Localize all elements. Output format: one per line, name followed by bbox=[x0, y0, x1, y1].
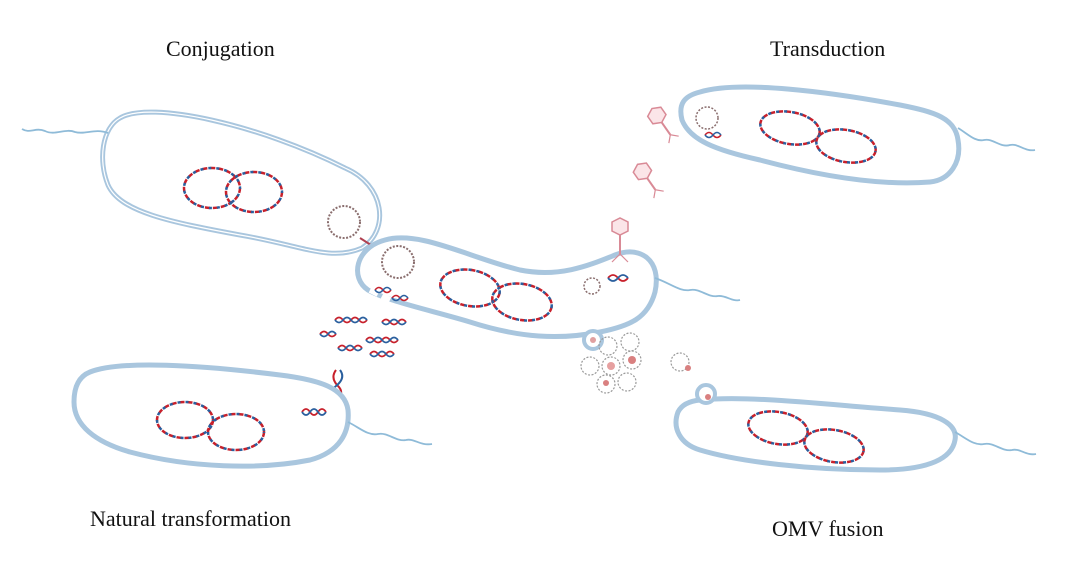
vesicle-icon bbox=[617, 372, 637, 392]
flagellum-icon bbox=[654, 277, 741, 302]
bacterium-omv-fusion bbox=[673, 383, 1037, 473]
vesicle-icon bbox=[695, 383, 717, 405]
bacterium-conjugation bbox=[21, 109, 383, 256]
plasmid-icon bbox=[327, 205, 361, 239]
plasmid-icon bbox=[583, 277, 601, 295]
vesicle-icon bbox=[580, 356, 600, 376]
flagellum-icon bbox=[347, 421, 433, 446]
vesicle-icon bbox=[598, 336, 618, 356]
dna-fragment-icon bbox=[301, 408, 327, 416]
chromosome-icon bbox=[155, 400, 266, 452]
phage-icon bbox=[646, 106, 679, 144]
vesicle-cluster bbox=[580, 332, 691, 394]
natural-transformation-label: Natural transformation bbox=[90, 506, 291, 531]
chromosome-icon bbox=[747, 410, 865, 464]
chromosome-icon bbox=[439, 268, 553, 322]
phage-icon bbox=[611, 217, 629, 263]
plasmid-icon bbox=[381, 245, 415, 279]
vesicle-icon bbox=[601, 356, 621, 376]
transduction-label: Transduction bbox=[770, 36, 886, 61]
vesicle-icon bbox=[596, 374, 616, 394]
bacterium-central bbox=[355, 235, 741, 351]
vesicle-icon bbox=[622, 350, 642, 370]
dna-fragments bbox=[319, 286, 409, 403]
conjugation-label: Conjugation bbox=[166, 36, 275, 61]
omv-fusion-label: OMV fusion bbox=[772, 516, 884, 541]
flagellum-icon bbox=[954, 431, 1037, 456]
flagellum-icon bbox=[957, 127, 1036, 152]
phage-icon bbox=[632, 162, 664, 199]
chromosome-icon bbox=[759, 110, 877, 164]
bacterium-transduction bbox=[678, 84, 1036, 186]
bacterium-transformation bbox=[71, 362, 433, 469]
vesicle-icon bbox=[620, 332, 640, 352]
flagellum-icon bbox=[21, 128, 109, 134]
vesicle-icon bbox=[670, 352, 690, 372]
plasmid-icon bbox=[695, 106, 719, 130]
chromosome-icon bbox=[182, 166, 284, 214]
